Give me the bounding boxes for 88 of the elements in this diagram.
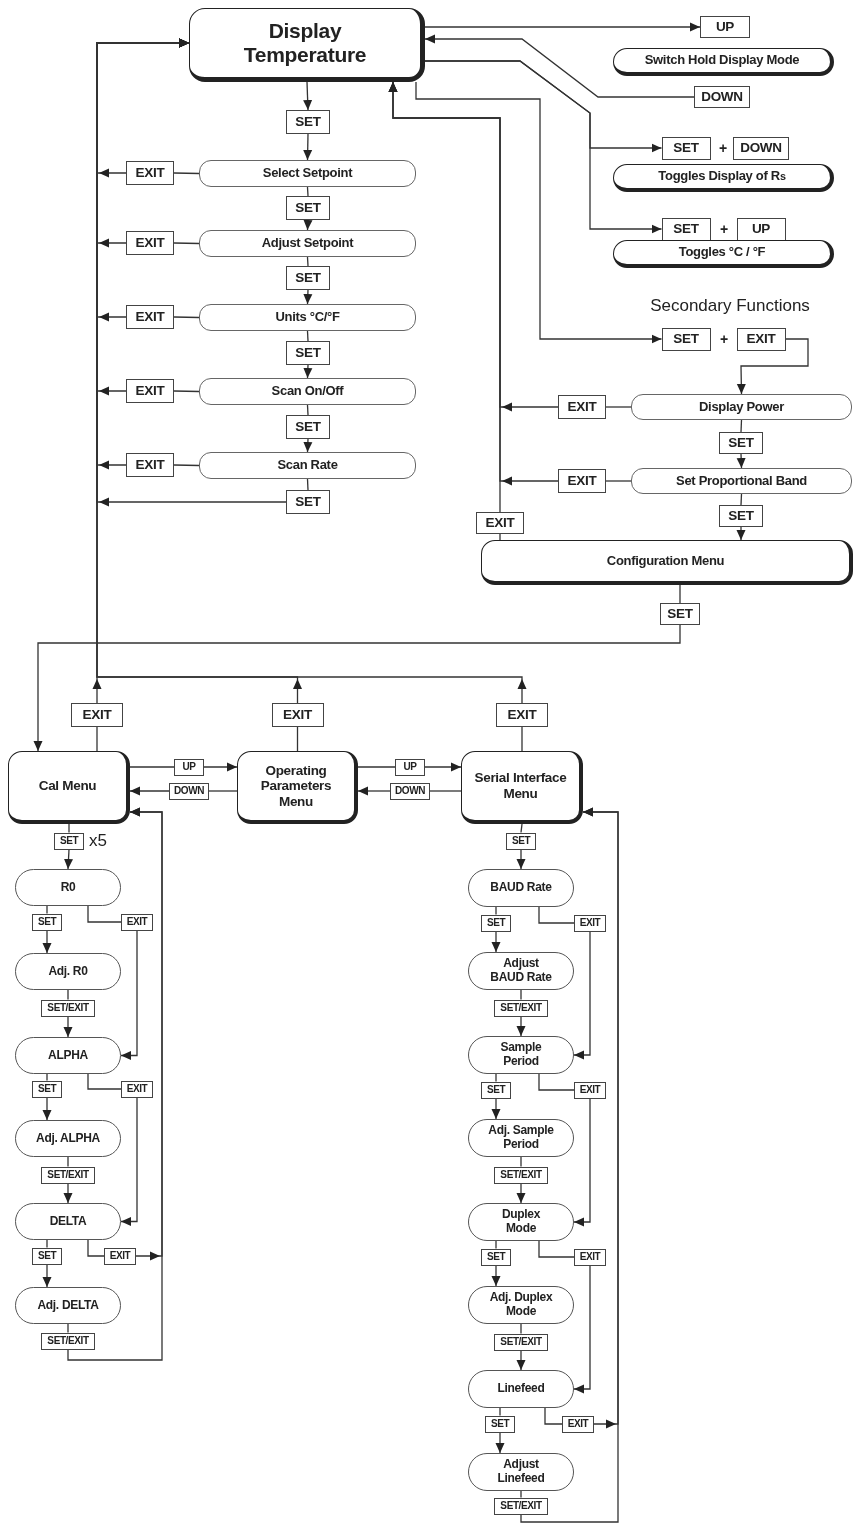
key-box: SET <box>719 432 763 454</box>
setting-box: R0 <box>15 869 121 906</box>
key-box: EXIT <box>574 914 606 932</box>
key-box: EXIT <box>496 703 548 727</box>
key-box: SET <box>661 327 711 351</box>
key-box: SET <box>481 1248 511 1266</box>
key-box: SET <box>286 415 330 439</box>
setting-box: Duplex Mode <box>468 1203 574 1241</box>
key-box: EXIT <box>558 395 606 419</box>
key-box: EXIT <box>126 379 174 403</box>
setting-box: BAUD Rate <box>468 869 574 907</box>
key-box: UP <box>174 758 204 776</box>
menu-box: Cal Menu <box>8 751 130 824</box>
menu-item-box: Scan Rate <box>199 452 416 479</box>
key-box: SET <box>54 832 84 850</box>
setting-box: Sample Period <box>468 1036 574 1074</box>
plus-sign: + <box>719 221 729 237</box>
key-box: SET <box>286 266 330 290</box>
key-box: SET <box>32 1080 62 1098</box>
key-box: SET <box>32 913 62 931</box>
section-heading: Secondary Functions <box>650 296 810 316</box>
key-box: SET <box>661 217 711 241</box>
state-box: Display Temperature <box>189 8 425 82</box>
key-box: EXIT <box>126 305 174 329</box>
key-box: SET <box>485 1415 515 1433</box>
key-box: EXIT <box>126 453 174 477</box>
menu-item-box: Display Power <box>631 394 852 420</box>
setting-box: Adjust BAUD Rate <box>468 952 574 990</box>
key-box: SET/EXIT <box>494 1166 548 1184</box>
setting-box: DELTA <box>15 1203 121 1240</box>
key-box: SET/EXIT <box>494 1333 548 1351</box>
key-box: SET <box>32 1247 62 1265</box>
key-box: DOWN <box>390 782 430 800</box>
key-box: SET <box>660 603 700 625</box>
key-box: UP <box>736 217 786 241</box>
setting-box: Adjust Linefeed <box>468 1453 574 1491</box>
key-box: SET <box>286 196 330 220</box>
key-box: EXIT <box>126 161 174 185</box>
setting-box: Adj. R0 <box>15 953 121 990</box>
key-box: UP <box>395 758 425 776</box>
setting-box: Adj. Sample Period <box>468 1119 574 1157</box>
key-box: EXIT <box>71 703 123 727</box>
menu-item-box: Select Setpoint <box>199 160 416 187</box>
key-box: SET/EXIT <box>41 999 95 1017</box>
key-box: SET <box>286 490 330 514</box>
key-box: SET <box>506 832 536 850</box>
setting-box: Adj. Duplex Mode <box>468 1286 574 1324</box>
menu-box: Operating Parameters Menu <box>237 751 358 824</box>
key-box: SET/EXIT <box>494 1497 548 1515</box>
repeat-note: x5 <box>89 831 107 851</box>
plus-sign: + <box>719 331 729 347</box>
key-box: DOWN <box>733 136 789 160</box>
menu-box: Serial Interface Menu <box>461 751 583 824</box>
setting-box: ALPHA <box>15 1037 121 1074</box>
setting-box: Adj. DELTA <box>15 1287 121 1324</box>
menu-item-box: Adjust Setpoint <box>199 230 416 257</box>
function-box: Switch Hold Display Mode <box>613 48 834 76</box>
key-box: SET <box>481 914 511 932</box>
key-box: SET <box>481 1081 511 1099</box>
key-box: SET/EXIT <box>494 999 548 1017</box>
menu-item-box: Units °C/°F <box>199 304 416 331</box>
key-box: EXIT <box>562 1415 594 1433</box>
setting-box: Adj. ALPHA <box>15 1120 121 1157</box>
setting-box: Linefeed <box>468 1370 574 1408</box>
key-box: DOWN <box>694 86 750 108</box>
menu-item-box: Scan On/Off <box>199 378 416 405</box>
key-box: SET <box>286 341 330 365</box>
key-box: EXIT <box>271 703 324 727</box>
key-box: UP <box>700 16 750 38</box>
key-box: SET <box>661 136 711 160</box>
key-box: EXIT <box>574 1248 606 1266</box>
key-box: EXIT <box>558 469 606 493</box>
function-box: Configuration Menu <box>481 540 853 585</box>
key-box: DOWN <box>169 782 209 800</box>
key-box: EXIT <box>121 913 153 931</box>
key-box: EXIT <box>126 231 174 255</box>
menu-item-box: Set Proportional Band <box>631 468 852 494</box>
key-box: EXIT <box>121 1080 153 1098</box>
plus-sign: + <box>718 140 728 156</box>
key-box: EXIT <box>574 1081 606 1099</box>
key-box: EXIT <box>104 1247 136 1265</box>
key-box: SET/EXIT <box>41 1166 95 1184</box>
key-box: SET <box>719 505 763 527</box>
key-box: EXIT <box>736 327 786 351</box>
key-box: SET <box>286 110 330 134</box>
function-box: Toggles °C / °F <box>613 240 834 268</box>
key-box: SET/EXIT <box>41 1332 95 1350</box>
key-box: EXIT <box>476 512 524 534</box>
